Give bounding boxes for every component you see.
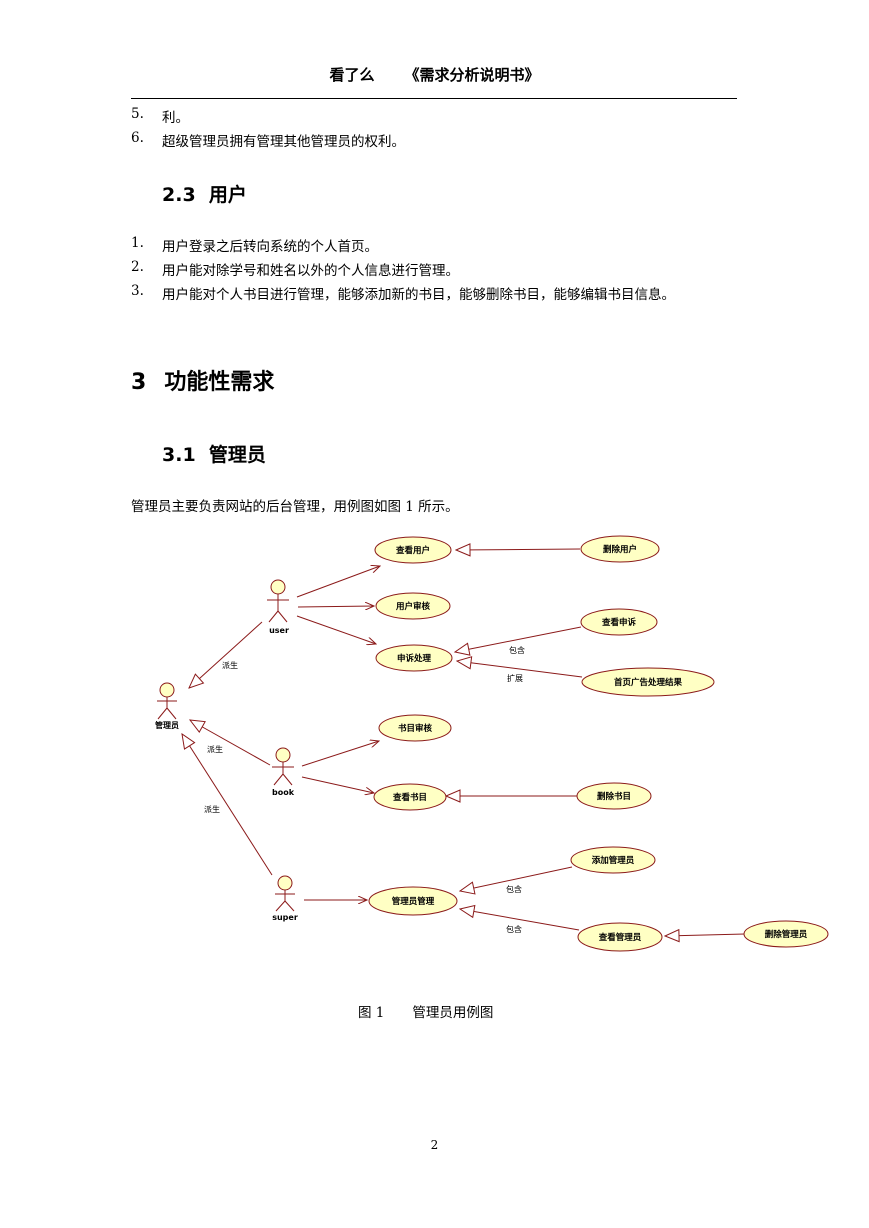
usecase-label: 书目审核: [398, 723, 433, 734]
usecase-delete-book: [576, 782, 652, 810]
assoc-user-review: [297, 606, 374, 607]
relation-label-derive: 派生: [222, 660, 238, 670]
actor-book: [272, 747, 294, 786]
page-number: 2: [430, 1138, 439, 1152]
assoc-user-view-user: [296, 566, 380, 598]
usecase-label: 管理员管理: [392, 896, 435, 907]
generalization-book: [190, 720, 271, 766]
usecase-label: 首页广告处理结果: [614, 677, 683, 688]
usecase-label: 查看用户: [395, 545, 430, 556]
actor-super: [275, 875, 295, 912]
section-heading-3-1: 3.1 管理员: [162, 444, 266, 466]
include-add-admin: [460, 866, 573, 891]
usecase-view-complaint: [580, 608, 658, 636]
usecase-user-review: [375, 592, 451, 620]
generalization-user: [189, 621, 263, 688]
usecase-label: 查看申诉: [601, 617, 637, 628]
relation-label-extend: 扩展: [507, 673, 523, 683]
figure-title: 管理员用例图: [412, 1005, 494, 1021]
extend-delete-admin: [665, 934, 746, 936]
figure-label: 图 1: [358, 1005, 385, 1021]
body-paragraph: 管理员主要负责网站的后台管理，用例图如图 1 所示。: [131, 499, 459, 515]
usecase-view-admin: [577, 922, 663, 952]
extend-ad-result: [457, 661, 583, 678]
usecase-view-user: [374, 536, 452, 564]
header-doc-title: 《需求分析说明书》: [404, 66, 540, 84]
usecase-label: 用户审核: [395, 601, 431, 612]
usecase-delete-admin: [743, 920, 829, 948]
usecase-label: 删除书目: [597, 791, 631, 802]
usecase-complaint: [375, 644, 453, 672]
usecase-label: 删除用户: [603, 544, 637, 555]
assoc-book-review: [301, 741, 379, 767]
usecase-label: 申诉处理: [397, 653, 432, 664]
usecase-book-review: [378, 714, 452, 742]
usecase-view-book: [373, 783, 447, 811]
usecase-delete-user: [580, 535, 660, 563]
actor-user: [267, 579, 289, 623]
include-view-complaint: [455, 626, 582, 652]
usecase-add-admin: [570, 846, 656, 874]
section-heading-2-3: 2.3 用户: [162, 184, 247, 206]
header-doc-name: 看了么: [329, 66, 375, 84]
actor-label-book: book: [272, 788, 295, 797]
relation-label-include: 包含: [506, 924, 522, 934]
assoc-user-complaint: [296, 615, 376, 644]
usecase-label: 查看管理员: [598, 932, 642, 943]
actor-admin: [157, 682, 177, 720]
usecase-admin-manage: [368, 886, 458, 916]
usecase-label: 添加管理员: [592, 855, 635, 866]
figure-caption: 图 1 管理员用例图: [358, 1001, 493, 1021]
generalization-super: [182, 734, 273, 876]
assoc-view-book: [301, 776, 374, 793]
actor-label-admin: 管理员: [155, 720, 179, 730]
relation-label-include: 包含: [506, 884, 522, 894]
extend-delete-user: [456, 549, 581, 550]
relation-label-derive: 派生: [204, 804, 220, 814]
actor-label-super: super: [272, 913, 298, 922]
usecase-label: 查看书目: [392, 792, 427, 803]
relation-label-derive: 派生: [207, 744, 223, 754]
usecase-label: 删除管理员: [765, 929, 808, 940]
page-header: 看了么 《需求分析说明书》: [0, 64, 869, 85]
header-rule: [131, 98, 737, 99]
include-view-admin: [460, 909, 580, 931]
relation-label-include: 包含: [509, 645, 525, 655]
usecase-ad-result: [581, 667, 715, 697]
actor-label-user: user: [269, 626, 289, 635]
